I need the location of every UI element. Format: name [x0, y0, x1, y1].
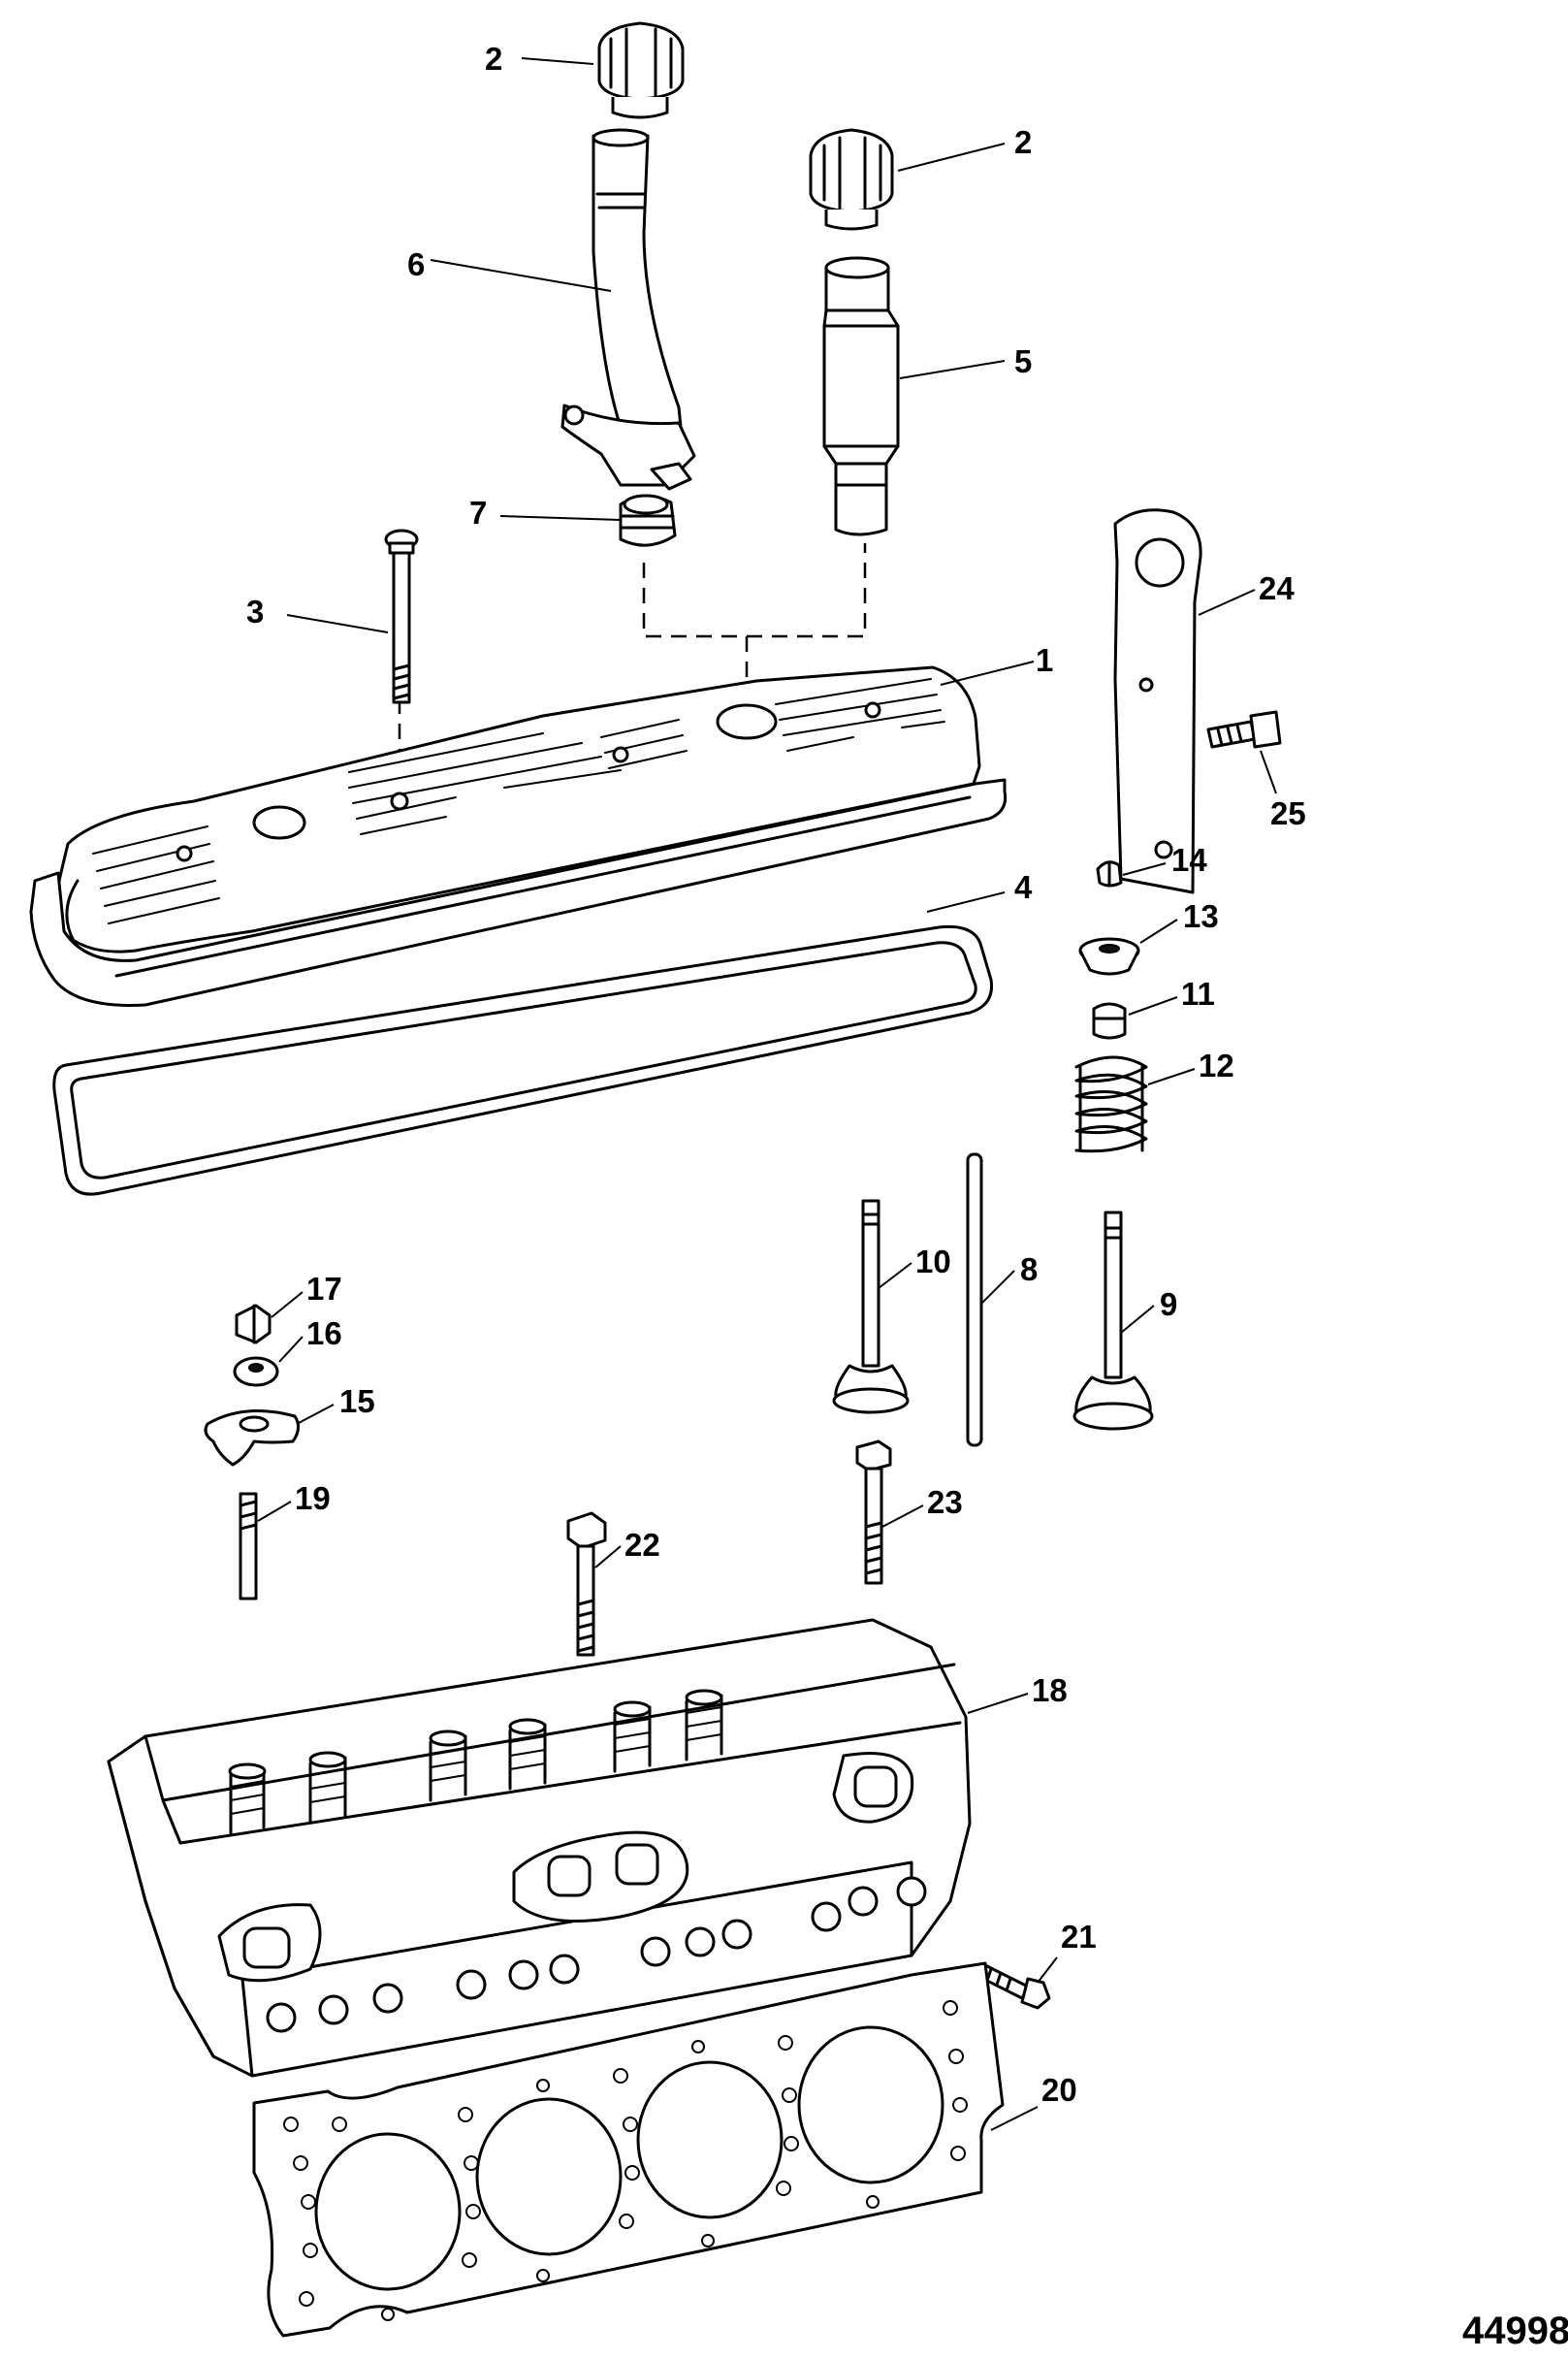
- callout-2-right: 2: [1014, 124, 1032, 160]
- callout-12: 12: [1199, 1048, 1234, 1083]
- exhaust-valve: [1072, 1211, 1154, 1431]
- rocker-arm: [204, 1409, 300, 1467]
- valve-keepers: [1096, 860, 1123, 888]
- callout-23: 23: [927, 1484, 963, 1520]
- callout-7: 7: [469, 495, 487, 531]
- lifting-bracket: [1113, 508, 1202, 894]
- breather-cap-right: [809, 128, 894, 231]
- valve-stem-seal: [1092, 1002, 1127, 1040]
- callout-20: 20: [1041, 2072, 1077, 2108]
- callout-11: 11: [1181, 976, 1215, 1012]
- callout-1: 1: [1036, 642, 1053, 678]
- callout-5: 5: [1014, 343, 1032, 379]
- gasket-holes: [283, 2000, 968, 2321]
- head-gasket: [252, 1961, 1005, 2338]
- callout-15: 15: [339, 1383, 375, 1419]
- rocker-nut: [235, 1304, 272, 1344]
- callout-22: 22: [624, 1527, 660, 1563]
- head-bolt-center: [566, 1511, 607, 1657]
- callout-14: 14: [1171, 842, 1207, 878]
- spring-retainer: [1078, 937, 1140, 976]
- leader-lines: [257, 57, 1277, 2131]
- cylinder-head: [107, 1618, 972, 2078]
- callout-2-left: 2: [485, 41, 502, 77]
- valve-spring: [1074, 1055, 1148, 1153]
- callout-3: 3: [246, 594, 264, 630]
- callout-10: 10: [915, 1244, 951, 1279]
- rocker-ball: [233, 1356, 279, 1387]
- callout-24: 24: [1259, 570, 1295, 606]
- breather-tube: [822, 256, 900, 536]
- callout-21: 21: [1061, 1919, 1097, 1955]
- valve-cover: [29, 665, 1008, 1007]
- callout-9: 9: [1160, 1286, 1177, 1322]
- callout-17: 17: [306, 1271, 342, 1307]
- callout-labels: 2 2 6 5 7 3 1 4 24 25 14 13 11 12 10 8 9…: [246, 41, 1306, 2108]
- figure-number: 44998: [1462, 2310, 1568, 2352]
- callout-4: 4: [1014, 869, 1033, 905]
- callout-6: 6: [407, 246, 425, 282]
- callout-16: 16: [306, 1315, 342, 1351]
- valve-cover-gasket: [52, 924, 994, 1196]
- callout-19: 19: [295, 1480, 331, 1516]
- callout-13: 13: [1183, 898, 1219, 934]
- intake-valve: [832, 1199, 910, 1414]
- oil-fill-tube: [560, 128, 696, 491]
- head-bolt-angled: [977, 1963, 1051, 2010]
- bracket-bolt: [1206, 710, 1282, 749]
- head-bolt-right: [855, 1439, 892, 1585]
- cover-bolt: [384, 529, 419, 704]
- grommet: [619, 494, 677, 547]
- callout-18: 18: [1032, 1672, 1068, 1708]
- head-valve-springs: [228, 1689, 723, 1835]
- callout-8: 8: [1020, 1251, 1038, 1287]
- callout-25: 25: [1270, 795, 1306, 831]
- pushrod: [966, 1152, 983, 1447]
- rocker-stud: [239, 1492, 258, 1600]
- oil-fill-cap-left: [597, 21, 685, 119]
- head-bolt-holes: [266, 1876, 927, 2033]
